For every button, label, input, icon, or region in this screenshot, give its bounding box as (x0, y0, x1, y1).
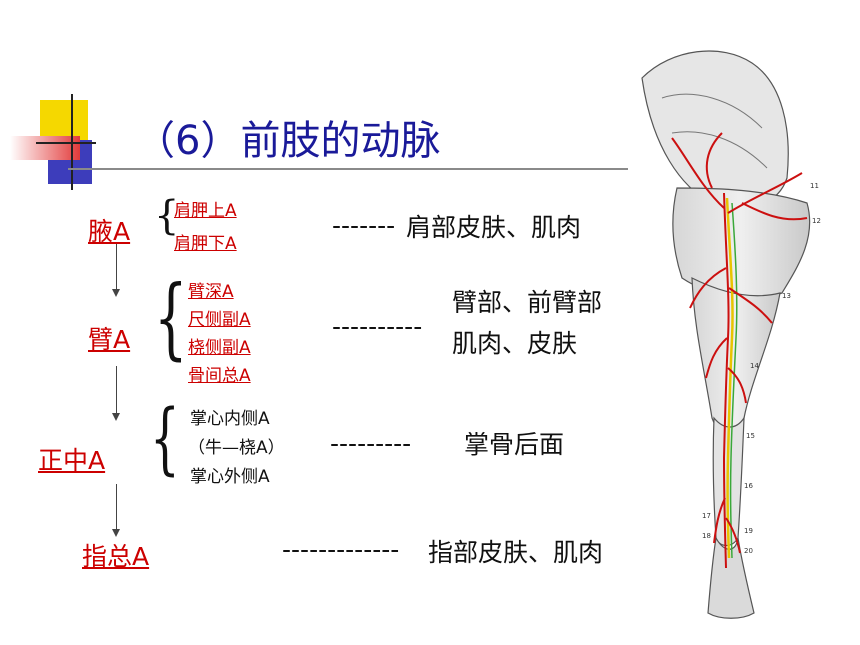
branch-ulnar-collateral: 尺侧副A (188, 310, 251, 330)
label-14: 14 (750, 362, 759, 370)
label-20: 20 (744, 547, 753, 555)
dashes-row1: ------- (332, 211, 396, 240)
brace-axillary: { (154, 193, 180, 239)
branch-lateral-palmar: 掌心外侧A (190, 467, 270, 487)
arrow-down-icon (112, 289, 120, 297)
desc-row2-line2: 肌肉、皮肤 (452, 329, 578, 358)
artery-common-digital: 指总A (82, 542, 150, 571)
decor-bar-red (10, 136, 80, 160)
decor-line-horizontal (36, 142, 96, 144)
arrow-line-2 (116, 366, 117, 414)
label-17: 17 (702, 512, 711, 520)
label-15: 15 (746, 432, 755, 440)
label-16: 16 (744, 482, 753, 490)
label-12: 12 (812, 217, 821, 225)
branch-suprascapular: 肩胛上A (174, 201, 237, 221)
title-underline (68, 168, 628, 170)
page-title: （6）前肢的动脉 (135, 118, 441, 164)
branch-subscapular: 肩胛下A (174, 234, 237, 254)
artery-axillary: 腋A (88, 217, 131, 246)
desc-row3: 掌骨后面 (464, 430, 565, 459)
dashes-row2: ---------- (332, 312, 423, 341)
label-13: 13 (782, 292, 791, 300)
brace-median: { (150, 394, 180, 484)
dashes-row3: --------- (330, 429, 412, 458)
arrow-line-1 (116, 244, 117, 290)
arrow-line-3 (116, 484, 117, 530)
branch-deep-brachial: 臂深A (188, 282, 234, 302)
label-18: 18 (702, 532, 711, 540)
arrow-down-icon (112, 413, 120, 421)
branch-common-interosseous: 骨间总A (188, 366, 251, 386)
label-11: 11 (810, 182, 819, 190)
arrow-down-icon (112, 529, 120, 537)
desc-row1: 肩部皮肤、肌肉 (406, 213, 582, 242)
branch-radial-cattle: （牛—桡A） (188, 438, 285, 458)
dashes-row4: ------------- (282, 535, 400, 564)
desc-row2-line1: 臂部、前臂部 (452, 288, 603, 317)
branch-medial-palmar: 掌心内侧A (190, 409, 270, 429)
artery-brachial: 臂A (88, 325, 131, 354)
desc-row4: 指部皮肤、肌肉 (428, 538, 604, 567)
brace-brachial: { (154, 266, 188, 369)
forelimb-artery-anatomy-illustration: 11 12 13 14 15 16 17 18 19 20 (641, 50, 821, 619)
label-19: 19 (744, 527, 753, 535)
artery-median: 正中A (38, 446, 106, 475)
branch-radial-collateral: 桡侧副A (188, 338, 251, 358)
